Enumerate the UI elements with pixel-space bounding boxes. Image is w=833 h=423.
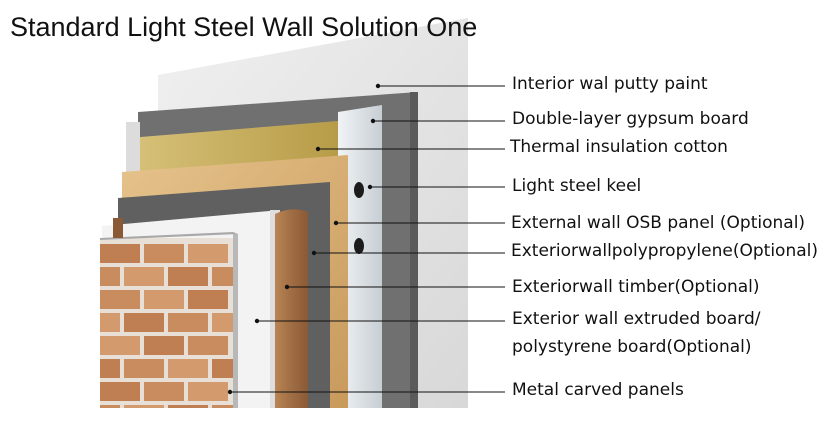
label-metal-carved-panels: Metal carved panels bbox=[512, 380, 684, 400]
exterior-timber bbox=[275, 209, 308, 408]
brick bbox=[212, 405, 233, 408]
brick bbox=[188, 336, 228, 355]
brick bbox=[188, 382, 228, 401]
brick bbox=[188, 290, 228, 309]
brick bbox=[100, 313, 120, 332]
label-interior-putty: Interior wal putty paint bbox=[512, 74, 708, 94]
leader-dot bbox=[375, 83, 381, 89]
leader-dot bbox=[227, 389, 233, 395]
brick bbox=[124, 405, 164, 408]
leader-dot bbox=[367, 184, 373, 190]
leader-dot bbox=[284, 284, 290, 290]
brick bbox=[212, 267, 233, 286]
label-thermal-insulation: Thermal insulation cotton bbox=[510, 137, 728, 157]
brick bbox=[168, 359, 208, 378]
leader-dot bbox=[333, 220, 339, 226]
metal-panel-top bbox=[100, 232, 238, 240]
brick bbox=[144, 382, 184, 401]
brick bbox=[100, 267, 120, 286]
brick bbox=[100, 382, 140, 401]
diagram-title: Standard Light Steel Wall Solution One bbox=[10, 12, 478, 42]
brick bbox=[124, 359, 164, 378]
keel-hole bbox=[354, 182, 364, 198]
metal-carved-panel bbox=[100, 218, 238, 408]
brick bbox=[168, 313, 208, 332]
label-exterior-timber: Exteriorwall timber(Optional) bbox=[512, 277, 760, 297]
timber-post-top bbox=[113, 218, 123, 238]
brick bbox=[144, 290, 184, 309]
brick bbox=[100, 336, 140, 355]
brick bbox=[100, 405, 120, 408]
brick bbox=[144, 336, 184, 355]
gypsum-board-edge bbox=[410, 92, 418, 408]
brick bbox=[124, 267, 164, 286]
label-light-steel-keel: Light steel keel bbox=[512, 176, 642, 196]
brick bbox=[168, 267, 208, 286]
label-extruded-board-line1: Exterior wall extruded board/ bbox=[512, 309, 761, 329]
leader-dot bbox=[254, 318, 260, 324]
brick bbox=[100, 290, 140, 309]
brick bbox=[212, 313, 233, 332]
leader-dot bbox=[370, 118, 376, 124]
brick bbox=[188, 244, 228, 263]
label-osb-panel: External wall OSB panel (Optional) bbox=[511, 213, 806, 233]
keel-hole bbox=[354, 238, 364, 254]
brick bbox=[100, 359, 120, 378]
light-steel-keel bbox=[338, 105, 382, 408]
brick bbox=[212, 359, 233, 378]
brick bbox=[144, 244, 184, 263]
label-gypsum-board: Double-layer gypsum board bbox=[512, 109, 749, 129]
brick bbox=[124, 313, 164, 332]
label-polypropylene: Exteriorwallpolypropylene(Optional) bbox=[511, 241, 818, 261]
brick bbox=[100, 244, 140, 263]
brick bbox=[168, 405, 208, 408]
leader-dot bbox=[311, 250, 317, 256]
label-extruded-board-line2: polystyrene board(Optional) bbox=[512, 337, 752, 357]
leader-dot bbox=[315, 146, 321, 152]
metal-panel-edge bbox=[233, 234, 238, 408]
